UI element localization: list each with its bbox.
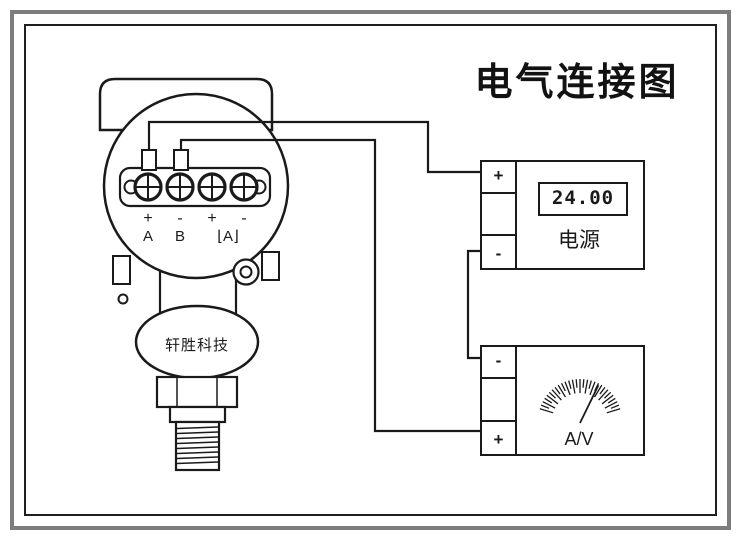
side-tab-left [112,255,131,285]
outer-frame [10,10,731,530]
vent-inner [239,265,253,279]
terminal-label-a: A [142,228,154,245]
terminal-bracket-a: ⌊A⌋ [217,228,239,245]
terminal-sign-3: + [207,210,217,227]
wire-plus-to-power [147,120,481,174]
power-cell-line-top [482,192,515,194]
meter-cell-line-top [482,377,515,379]
thread-lines [176,426,219,465]
power-minus-terminal: - [495,244,502,263]
wire-connector-minus [173,149,189,171]
diagram-title: 电气连接图 [474,62,680,104]
wire-power-to-meter [466,249,481,360]
power-plus-terminal: + [493,166,504,185]
meter-label: A/V [564,429,594,449]
wire-minus-to-meter [179,138,481,433]
terminal-sign-4: - [241,210,247,227]
terminal-sign-1: + [143,210,153,227]
power-cell-line-bottom [482,234,515,236]
voltage-display: 24.00 [538,182,628,216]
power-supply-box: + - 24.00 电源 [480,160,645,270]
grounding-screw [117,293,129,305]
collar [168,405,227,424]
meter-minus-terminal: - [495,351,502,370]
meter-box: - + A/V [480,345,645,456]
wire-connector-plus [141,149,157,171]
meter-terminal-divider [515,347,517,454]
power-terminal-divider [515,162,517,268]
power-supply-label: 电源 [558,229,600,252]
meter-plus-terminal: + [493,430,504,449]
meter-cell-line-bottom [482,420,515,422]
terminal-screws [133,172,259,202]
analog-gauge [539,379,621,424]
inner-frame [24,24,717,516]
terminal-sign-2: - [177,210,183,227]
hex-nut [155,375,239,409]
terminal-label-b: B [174,228,186,245]
side-tab-right [261,251,280,281]
brand-text: 轩胜科技 [164,337,230,354]
